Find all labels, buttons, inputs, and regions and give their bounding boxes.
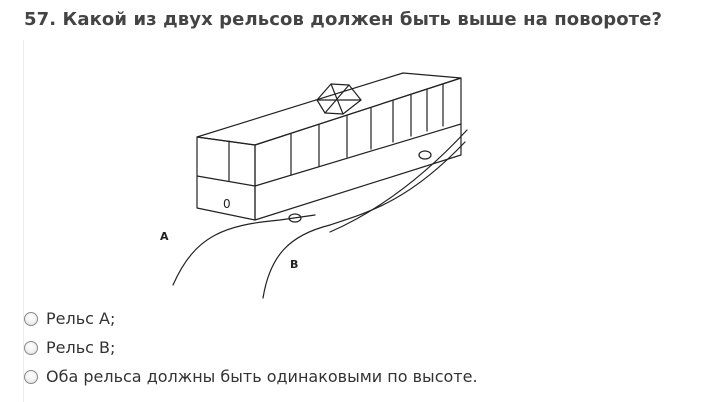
rail-b-label: B <box>290 258 298 271</box>
tram-side-face <box>254 77 462 221</box>
tram-on-curved-rails-icon: A B 0 <box>160 72 468 299</box>
answer-option-rail-b[interactable]: Рельс В; <box>24 333 478 362</box>
radio-button-icon[interactable] <box>24 340 38 355</box>
answer-option-equal-height[interactable]: Оба рельса должны быть одинаковыми по вы… <box>24 362 478 391</box>
radio-button-icon[interactable] <box>24 311 38 326</box>
rail-a-line <box>172 214 316 286</box>
tram-number-label: 0 <box>223 197 231 211</box>
rail-a-label: A <box>160 230 169 243</box>
tram-illustration: A B 0 <box>155 60 475 300</box>
wheel <box>288 213 302 223</box>
left-divider <box>23 40 24 402</box>
wheel <box>418 150 432 160</box>
answer-option-rail-a[interactable]: Рельс А; <box>24 304 478 333</box>
answer-label: Рельс В; <box>46 338 116 357</box>
answer-label: Оба рельса должны быть одинаковыми по вы… <box>46 367 478 386</box>
rail-b-line <box>262 141 466 299</box>
question-title: 57. Какой из двух рельсов должен быть вы… <box>24 9 663 30</box>
answer-list: Рельс А; Рельс В; Оба рельса должны быть… <box>24 304 478 391</box>
answer-label: Рельс А; <box>46 309 116 328</box>
radio-button-icon[interactable] <box>24 369 38 384</box>
